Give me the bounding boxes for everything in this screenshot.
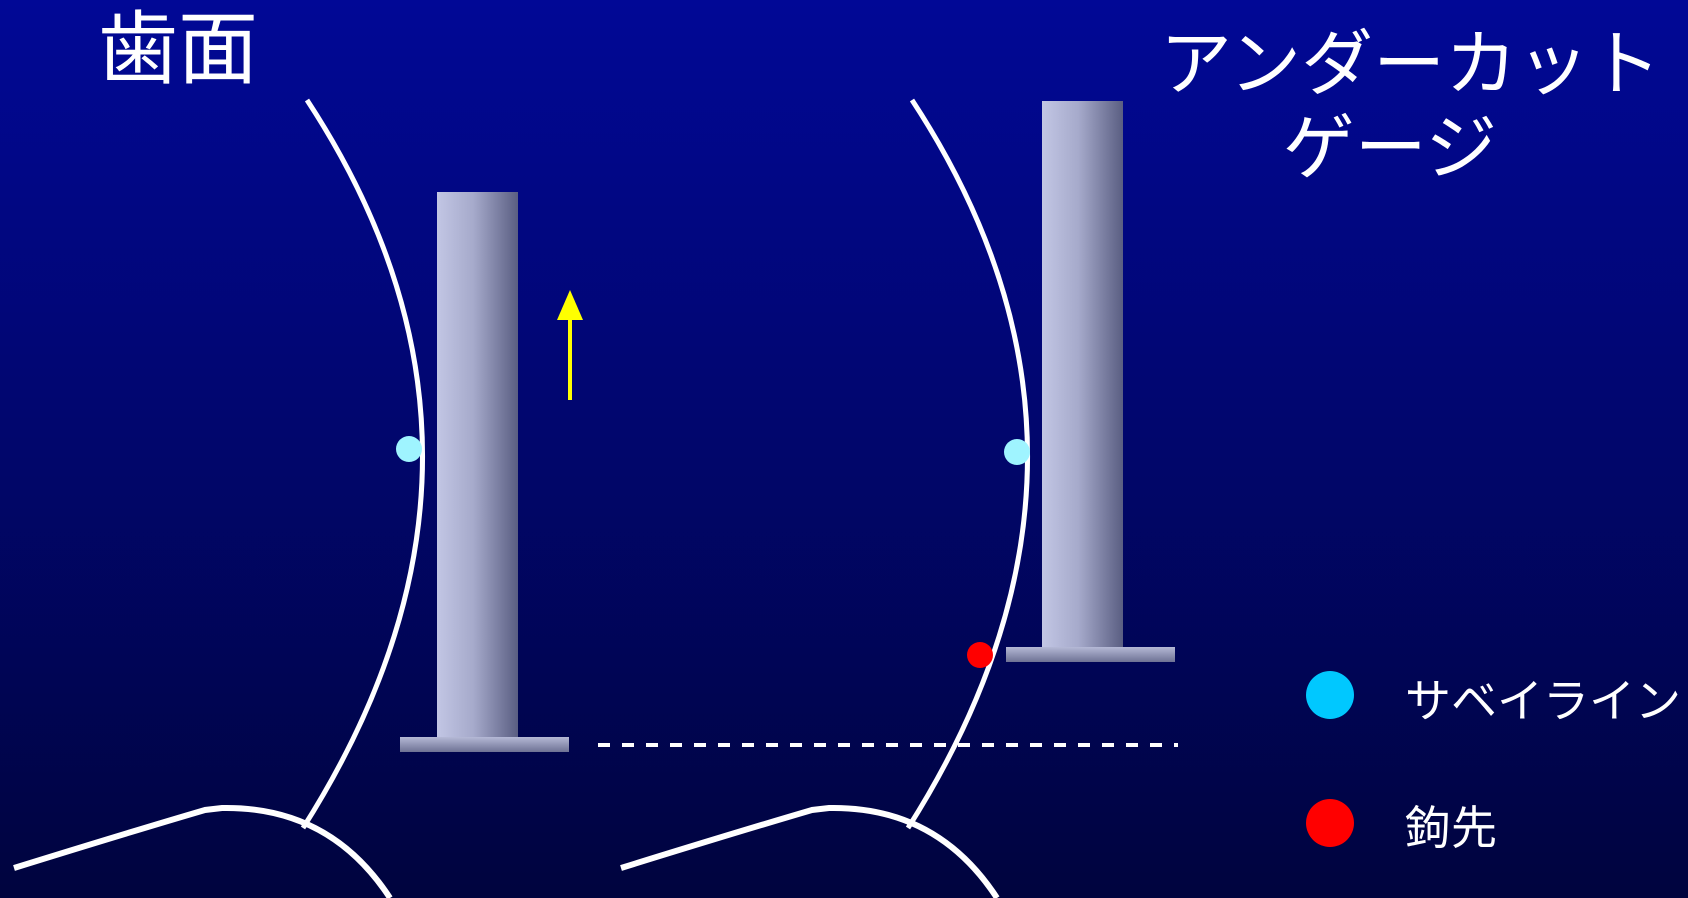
legend-survey-line-label: サベイライン	[1405, 674, 1681, 728]
undercut-gauge-base-right	[1006, 647, 1175, 662]
survey-rod-left	[437, 192, 518, 737]
tooth-surface-curve-left	[300, 98, 425, 830]
tooth-surface-label: 歯面	[98, 3, 258, 96]
survey-line-point-left	[396, 436, 422, 462]
legend-clasp-tip-label: 鉤先	[1405, 801, 1497, 855]
gingiva-curve-right	[620, 804, 1000, 898]
up-arrow-icon	[557, 290, 583, 400]
survey-line-point-right	[1004, 439, 1030, 465]
survey-rod-base-left	[400, 737, 569, 752]
legend-clasp-tip-dot	[1306, 799, 1354, 847]
undercut-gauge-label: アンダーカット ゲージ	[1160, 22, 1662, 190]
clasp-tip-point	[967, 642, 993, 668]
undercut-gauge-label-line2: ゲージ	[1282, 106, 1498, 190]
tooth-surface-curve-right	[905, 98, 1030, 830]
gingiva-curve-left	[13, 804, 393, 898]
undercut-gauge-label-line1: アンダーカット	[1160, 22, 1662, 106]
legend-survey-line-dot	[1306, 671, 1354, 719]
undercut-gauge-rod-right	[1042, 101, 1123, 647]
